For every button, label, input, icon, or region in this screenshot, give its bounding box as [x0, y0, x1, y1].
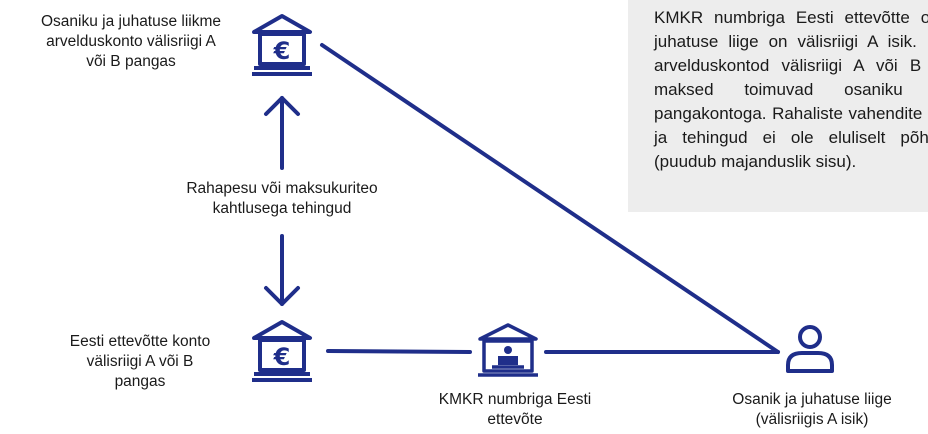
- top-account-label: Osaniku ja juhatuse liikme arvelduskonto…: [40, 13, 222, 70]
- company-building-icon: [478, 323, 538, 377]
- bank-euro-icon: €: [252, 14, 312, 76]
- svg-text:€: €: [273, 37, 291, 65]
- bottom-account-label: Eesti ettevõtte konto välisriigi A või B…: [69, 333, 211, 390]
- double-arrow: [264, 96, 300, 306]
- bank-euro-icon: €: [252, 320, 312, 382]
- person-label: Osanik ja juhatuse liige (välisriigis A …: [732, 391, 892, 428]
- person-icon: [786, 325, 834, 373]
- svg-text:€: €: [273, 343, 291, 371]
- info-note-text: KMKR numbriga Eesti ettevõtte osanik ja …: [654, 8, 928, 171]
- line-top-bank-to-person: [320, 43, 780, 354]
- info-note-box: KMKR numbriga Eesti ettevõtte osanik ja …: [628, 0, 928, 212]
- company-label: KMKR numbriga Eesti ettevõte: [438, 391, 592, 428]
- suspicious-transactions-label: Rahapesu või maksukuriteo kahtlusega teh…: [186, 180, 378, 217]
- line-bank-to-company: [326, 349, 472, 354]
